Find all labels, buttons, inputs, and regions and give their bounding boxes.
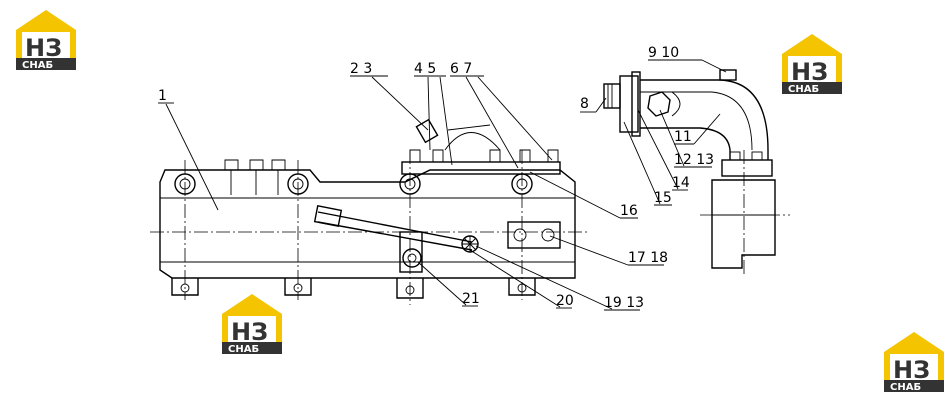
callout-8: 8 [580, 96, 589, 112]
callout-17-18: 17 18 [628, 250, 668, 266]
control-rod [313, 205, 479, 273]
callout-12-13: 12 13 [674, 152, 714, 168]
logo-word: СНАБ [788, 84, 819, 95]
callout-16: 16 [620, 203, 638, 219]
logo-mark: НЗ [25, 34, 62, 62]
callout-9-10: 9 10 [648, 45, 679, 61]
callout-19-13: 19 13 [604, 295, 644, 311]
callout-21: 21 [462, 291, 480, 307]
callout-labels: 1 2 3 4 5 6 7 8 9 10 11 12 13 14 15 16 1… [158, 45, 714, 311]
callout-1: 1 [158, 88, 167, 104]
logo-word: СНАБ [890, 382, 921, 393]
logo-mark: НЗ [893, 356, 930, 384]
callout-6-7: 6 7 [450, 61, 472, 77]
logo-mark: НЗ [231, 318, 268, 346]
logo-bottom-left: НЗ СНАБ [222, 294, 282, 355]
callout-4-5: 4 5 [414, 61, 436, 77]
bracket [507, 221, 561, 249]
logo-bottom-right: НЗ СНАБ [884, 332, 944, 393]
logo-top-right: НЗ СНАБ [782, 34, 842, 95]
elbow-side-view [603, 69, 790, 275]
callout-20: 20 [556, 293, 574, 309]
callout-2-3: 2 3 [350, 61, 372, 77]
manifold-body [150, 150, 590, 305]
logo-top-left: НЗ СНАБ [16, 10, 76, 71]
logo-word: СНАБ [228, 344, 259, 355]
leader-lines [158, 59, 727, 311]
callout-15: 15 [654, 190, 672, 206]
logo-word: СНАБ [22, 60, 53, 71]
callout-11: 11 [674, 129, 692, 145]
logo-mark: НЗ [791, 58, 828, 86]
callout-14: 14 [672, 175, 690, 191]
